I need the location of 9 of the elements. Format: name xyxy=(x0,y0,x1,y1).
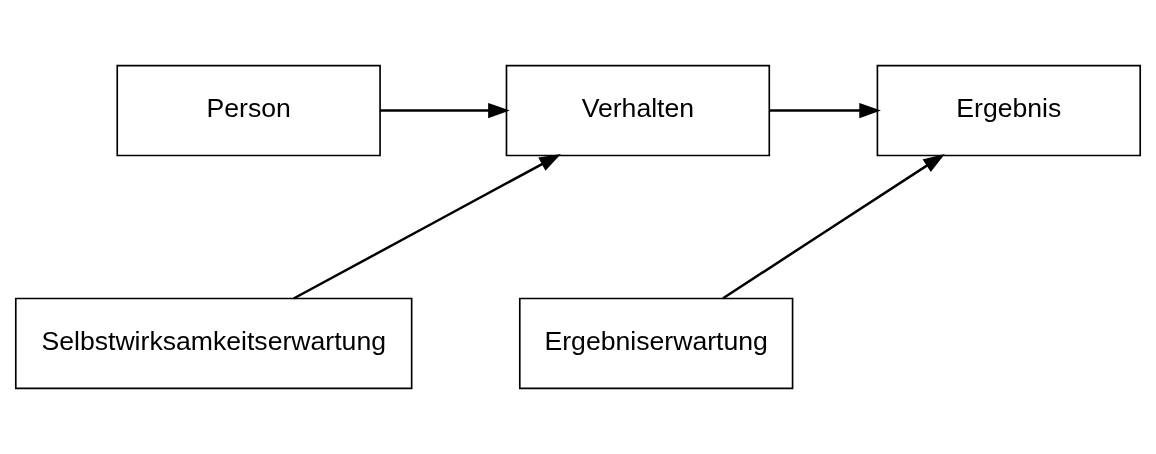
arrow xyxy=(380,102,510,119)
node-box: Ergebnis xyxy=(876,64,1142,157)
node-box: Selbstwirksamkeitserwartung xyxy=(14,297,413,390)
arrow xyxy=(722,153,945,300)
node-box: Person xyxy=(116,64,381,157)
arrow xyxy=(293,153,561,300)
node-box: Verhalten xyxy=(505,64,771,157)
arrow xyxy=(769,102,881,119)
node-box: Ergebniserwartung xyxy=(518,297,794,390)
